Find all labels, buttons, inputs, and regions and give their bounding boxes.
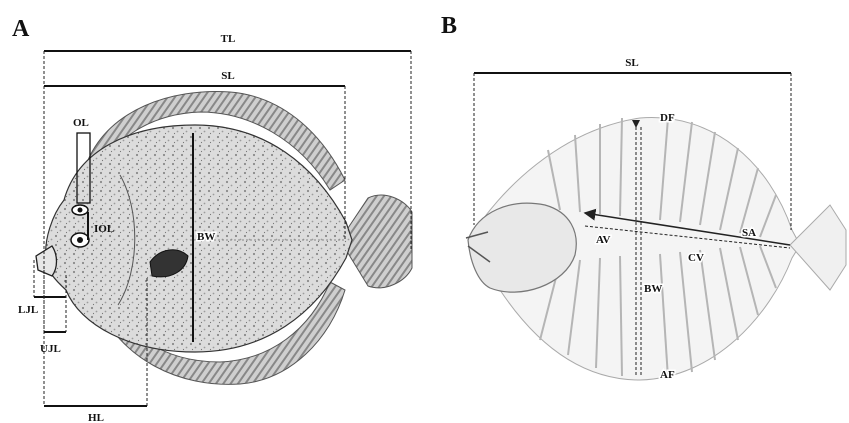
b-cv-label: CV: [688, 252, 704, 264]
b-af-label: AF: [660, 369, 675, 381]
ol-label: OL: [73, 117, 89, 129]
ljl-label: LJL: [18, 304, 38, 316]
b-bw-label: BW: [644, 283, 662, 295]
b-sl-label: SL: [625, 57, 638, 69]
b-sa-label: SA: [742, 227, 756, 239]
upper-pupil: [78, 208, 83, 213]
mouth: [36, 246, 57, 276]
panel-b-letter: B: [441, 13, 457, 39]
b-av-label: AV: [596, 234, 611, 246]
panel-b: B: [441, 13, 846, 381]
lower-pupil: [77, 237, 83, 243]
flatfish-skeleton: [466, 118, 846, 380]
tl-label: TL: [221, 33, 236, 45]
bw-label: BW: [197, 231, 215, 243]
panel-a: A TL S: [12, 16, 412, 423]
b-df-label: DF: [660, 112, 675, 124]
panel-a-letter: A: [12, 16, 30, 42]
hl-label: HL: [88, 412, 104, 423]
flatfish-illustration: [36, 92, 412, 385]
ujl-label: UJL: [40, 343, 61, 355]
sl-label: SL: [221, 70, 234, 82]
skeleton-caudal-fin: [790, 205, 846, 290]
iol-label: IOL: [94, 223, 114, 235]
